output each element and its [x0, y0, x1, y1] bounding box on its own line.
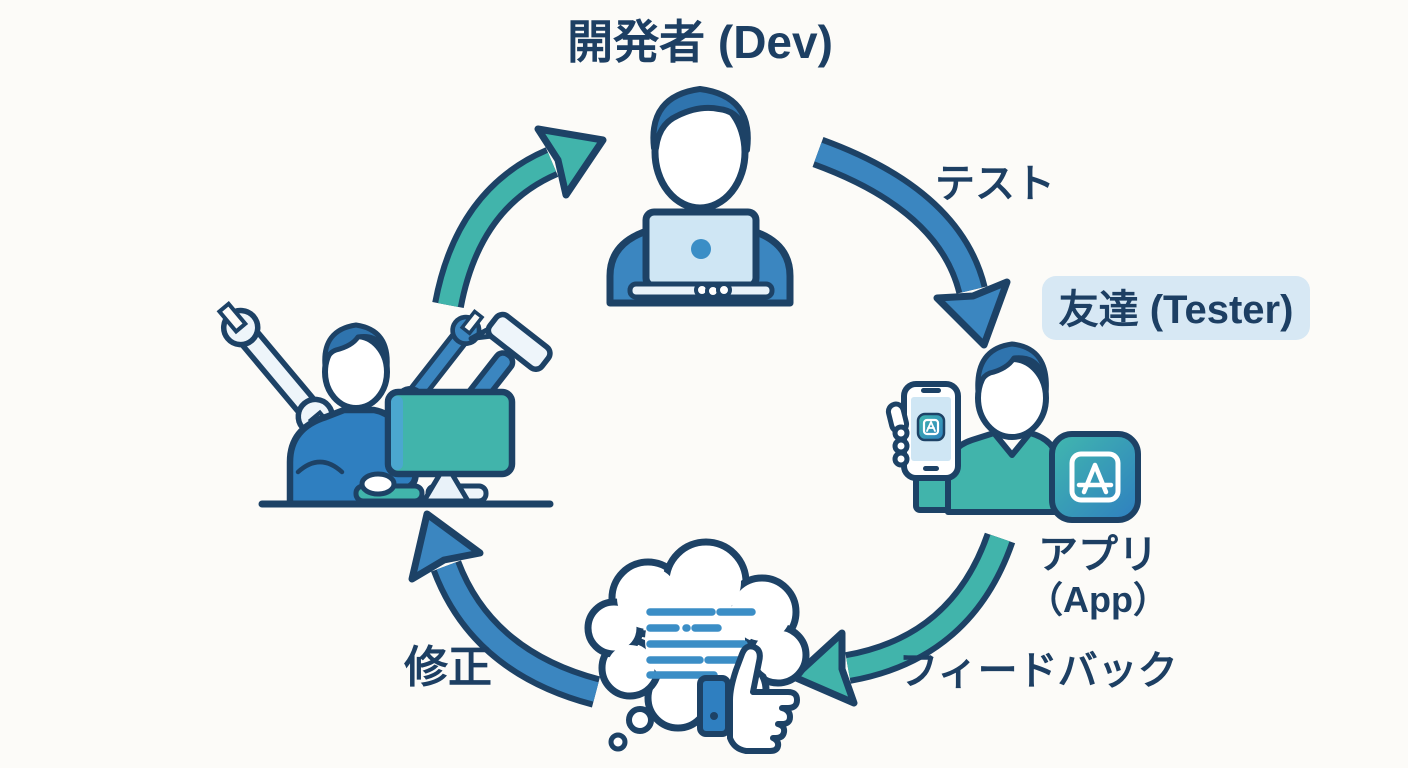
- feedback-arrow-label: フィードバック: [898, 649, 1177, 693]
- test-arrow-icon: [812, 136, 1011, 349]
- tester-shirt: [945, 430, 1065, 515]
- phone-app-icon: [916, 412, 946, 442]
- developer-hand: [694, 282, 732, 299]
- thumbs-up-cuff: [697, 675, 731, 737]
- smartphone-icon: [885, 381, 961, 481]
- tester-label: 友達 (Tester): [1059, 288, 1294, 332]
- fixer-hair: [322, 322, 390, 371]
- bubble-text-lines: [646, 608, 756, 679]
- bubble-tail-large: [626, 706, 654, 734]
- developer-figure: [606, 86, 794, 307]
- app-store-icon: [1049, 431, 1141, 523]
- fix-arrow-icon: [408, 510, 601, 708]
- fix-arrow-label: 修正: [404, 643, 492, 692]
- app-label-line2: （App）: [1027, 579, 1169, 620]
- developer-label: 開発者 (Dev): [567, 16, 833, 68]
- monitor-icon: [384, 388, 516, 504]
- person-fixing-at-computer: [216, 300, 554, 508]
- laptop-icon: [627, 208, 775, 300]
- fixer-hand: [359, 471, 397, 497]
- fixer-arm-crease: [295, 459, 345, 475]
- redeploy-arrow-icon: [432, 125, 607, 309]
- test-arrow-label: テスト: [935, 162, 1055, 206]
- thumbs-up-icon: [697, 643, 800, 754]
- laptop-logo-dot: [691, 239, 711, 259]
- app-label-line1: アプリ: [1038, 533, 1158, 577]
- tester-hand: [885, 401, 910, 468]
- tester-badge: 友達 (Tester): [1042, 276, 1310, 340]
- tester-figure: [885, 341, 1065, 515]
- feedback-arrow-icon: [790, 532, 1016, 707]
- bubble-tail-small: [608, 732, 628, 752]
- tester-hair: [975, 341, 1049, 397]
- developer-hair: [650, 86, 751, 153]
